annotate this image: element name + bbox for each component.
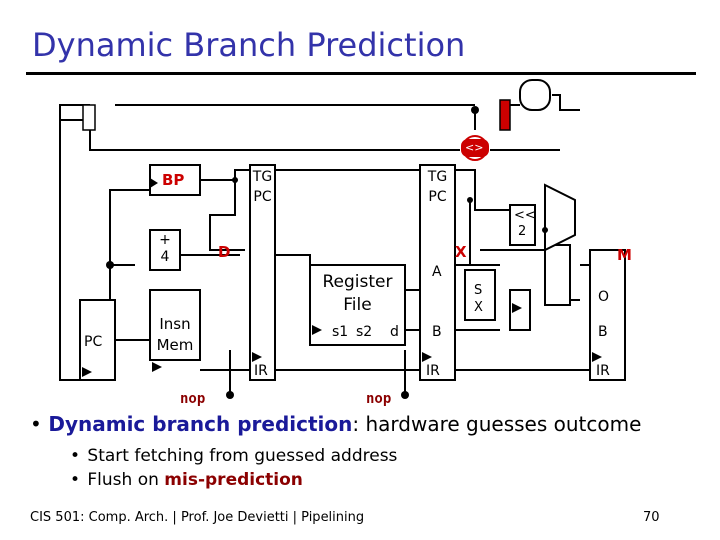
plus4-box — [149, 229, 181, 271]
s2-label: s2 — [356, 324, 373, 340]
mux-x-box — [509, 289, 531, 331]
mux-m-box — [544, 244, 571, 306]
ir-label-2: IR — [426, 363, 440, 379]
tg-label-1: TG — [252, 169, 273, 185]
nop-label-2: nop — [366, 391, 392, 407]
junction-dot — [401, 391, 409, 399]
register-file-box — [309, 264, 406, 346]
red-latch — [499, 99, 511, 131]
d-label: d — [390, 324, 399, 340]
shift-label: << — [514, 208, 536, 223]
junction-dot — [542, 227, 548, 233]
bullet-sub-1: • Start fetching from guessed address — [70, 446, 398, 466]
clock-pc — [82, 367, 92, 377]
junction-dot — [226, 391, 234, 399]
tg-pc-register-2 — [419, 164, 456, 381]
clock-ir-1 — [252, 352, 262, 362]
clock-ir-3 — [592, 352, 602, 362]
alu-box — [464, 269, 496, 321]
bullet-main-text: : hardware guesses outcome — [352, 412, 642, 436]
b-label-m: B — [598, 324, 608, 340]
s1-label: s1 — [332, 324, 349, 340]
b-label-x: B — [432, 324, 442, 340]
page-number: 70 — [643, 510, 660, 525]
bullet-sub-2-text: Flush on — [87, 470, 165, 490]
bp-label: BP — [162, 171, 185, 189]
stage-x-label: X — [455, 243, 467, 261]
tg-label-2: TG — [427, 169, 448, 185]
ir-label-3: IR — [596, 363, 610, 379]
bullet-sub-2: • Flush on mis-prediction — [70, 470, 303, 490]
slide-title: Dynamic Branch Prediction — [32, 26, 466, 64]
insn-label: Insn — [159, 315, 191, 333]
clock-regfile — [312, 325, 322, 335]
clock-bp — [150, 178, 158, 188]
file-label: File — [343, 295, 372, 315]
bullet-sub-2-emphasis: mis-prediction — [164, 470, 303, 490]
register-label: Register — [322, 272, 393, 292]
top-latch-left — [82, 104, 96, 131]
footer: CIS 501: Comp. Arch. | Prof. Joe Deviett… — [30, 510, 365, 525]
compare-pill — [461, 139, 489, 157]
nop-label-1: nop — [180, 391, 206, 407]
clock-insn — [152, 362, 162, 372]
pipeline-diagram — [59, 79, 626, 399]
four-label: 4 — [160, 249, 170, 265]
two-label: 2 — [518, 224, 527, 239]
pc-reg-label: PC — [84, 334, 103, 350]
and-gate — [519, 79, 551, 111]
tg-pc-register-1 — [249, 164, 276, 381]
junction-dot — [106, 261, 114, 269]
a-label: A — [432, 264, 442, 280]
s-label: S — [474, 283, 483, 298]
clock-ir-2 — [422, 352, 432, 362]
compare-label: <> — [465, 141, 484, 154]
plus-label: + — [159, 232, 171, 248]
junction-dot — [232, 177, 238, 183]
bullet-main-emphasis: Dynamic branch prediction — [48, 412, 353, 436]
clock-sx — [512, 303, 522, 313]
pc-label-1: PC — [253, 189, 272, 205]
stage-d-label: D — [218, 243, 231, 261]
pc-register — [79, 299, 116, 381]
sx-label: X — [474, 300, 483, 315]
m-stage-register — [589, 249, 626, 381]
ir-label-1: IR — [254, 363, 268, 379]
bullet-main: • Dynamic branch prediction: hardware gu… — [30, 412, 642, 436]
junction-dot — [467, 197, 473, 203]
stage-m-label: M — [617, 246, 632, 264]
pc-label-2: PC — [428, 189, 447, 205]
o-label: O — [598, 289, 610, 305]
branch-mux — [544, 183, 576, 252]
bullet-list: • Dynamic branch prediction: hardware gu… — [30, 412, 710, 490]
mem-label: Mem — [156, 336, 194, 354]
shift-box — [509, 204, 536, 246]
title-underline — [26, 72, 696, 75]
junction-dot — [471, 106, 479, 114]
bullet-sub-1-text: Start fetching from guessed address — [87, 446, 398, 466]
insn-mem-box — [149, 289, 201, 361]
